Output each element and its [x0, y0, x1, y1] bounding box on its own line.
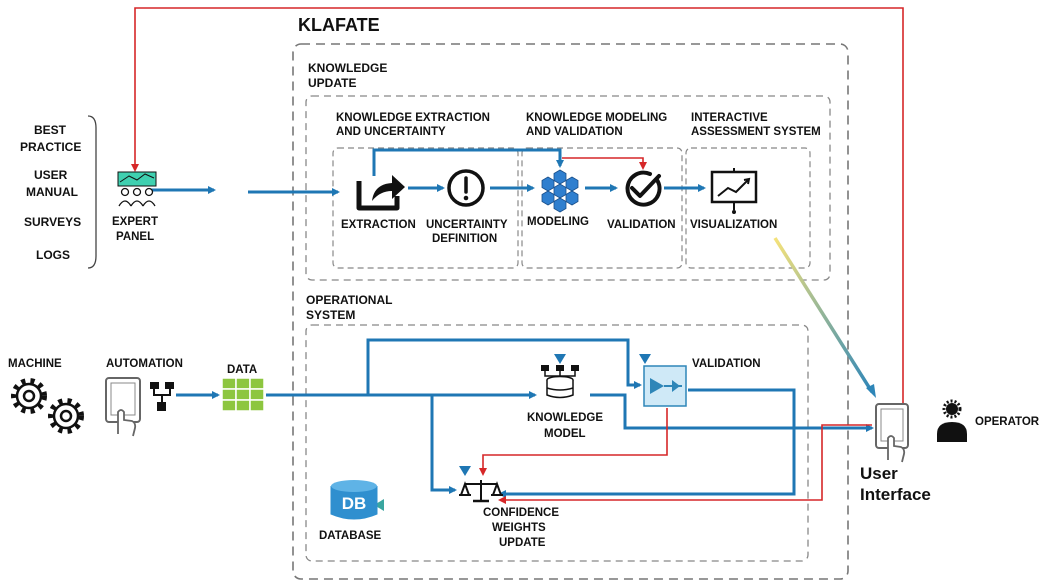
source-practice: PRACTICE: [20, 140, 81, 154]
database-icon-text: DB: [342, 494, 367, 513]
operational-label-2: SYSTEM: [306, 308, 355, 322]
network-icon: [150, 382, 174, 411]
knowledge-model-label-1: KNOWLEDGE: [527, 412, 603, 424]
knowledge-model-icon: [541, 365, 579, 399]
extraction-label: EXTRACTION: [341, 219, 416, 231]
uncertainty-icon: [447, 169, 485, 207]
user-interface-label-1: User: [860, 464, 898, 483]
automation-tablet-icon: [105, 377, 141, 437]
visualization-to-ui-arrow: [773, 237, 874, 393]
expert-panel-label-1: EXPERT: [112, 216, 158, 228]
knowledge-update-label-1: KNOWLEDGE: [308, 61, 387, 75]
ia-label-2: ASSESSMENT SYSTEM: [691, 126, 821, 138]
visualization-label: VISUALIZATION: [690, 219, 777, 231]
source-manual: MANUAL: [26, 185, 78, 199]
visualization-icon: [710, 168, 758, 214]
klafate-box: [292, 43, 849, 580]
knowledge-update-label-2: UPDATE: [308, 76, 356, 90]
modeling-subbox: [521, 147, 683, 269]
ia-label-1: INTERACTIVE: [691, 112, 768, 124]
expert-panel-icon: [117, 171, 157, 207]
database-icon: DB: [330, 480, 378, 520]
confidence-label-3: UPDATE: [499, 537, 546, 549]
extraction-bypass-arrow: [372, 148, 564, 176]
modeling-icon: [541, 169, 579, 213]
data-to-confidence-arrow: [430, 395, 457, 494]
data-grid-icon: [221, 377, 265, 412]
data-to-validation-top-arrow: [366, 338, 642, 395]
klafate-title: KLAFATE: [298, 15, 380, 35]
source-user: USER: [34, 168, 68, 182]
km-label-1: KNOWLEDGE MODELING: [526, 112, 667, 124]
automation-label: AUTOMATION: [106, 358, 183, 370]
operator-label: OPERATOR: [975, 416, 1040, 428]
feedback-loop-arrow: [131, 7, 904, 410]
user-interface-label-2: Interface: [860, 485, 931, 504]
user-interface-tablet-icon: [875, 403, 909, 463]
operational-box: [305, 324, 809, 562]
source-surveys: SURVEYS: [24, 215, 81, 229]
uncertainty-label-2: DEFINITION: [432, 233, 497, 245]
operator-icon: [937, 399, 967, 442]
expert-panel-label-2: PANEL: [116, 231, 154, 243]
model-to-ui-arrow: [590, 393, 874, 432]
sources-bracket: [87, 115, 97, 269]
data-label: DATA: [227, 364, 257, 376]
database-label: DATABASE: [319, 530, 382, 542]
confidence-label-1: CONFIDENCE: [483, 507, 559, 519]
machine-label: MACHINE: [8, 358, 62, 370]
validation-network-icon: [643, 365, 687, 407]
validation-op-label: VALIDATION: [692, 358, 761, 370]
source-best: BEST: [34, 123, 67, 137]
operational-label-1: OPERATIONAL: [306, 293, 392, 307]
validation-to-confidence-loop: [498, 388, 796, 498]
balance-scale-icon: [459, 480, 503, 503]
km-label-2: AND VALIDATION: [526, 126, 623, 138]
modeling-label: MODELING: [527, 216, 589, 228]
extraction-icon: [356, 175, 405, 211]
machine-gear-icon: [11, 378, 84, 434]
confidence-label-2: WEIGHTS: [492, 522, 546, 534]
ui-to-confidence-red-arrow: [498, 424, 872, 504]
validation-check-icon: [625, 170, 662, 207]
knowledge-model-label-2: MODEL: [544, 428, 586, 440]
uncertainty-label-1: UNCERTAINTY: [426, 219, 508, 231]
validation-to-confidence-red-arrow: [479, 408, 668, 476]
modeling-validation-red-arrow: [562, 157, 647, 170]
ke-label-2: AND UNCERTAINTY: [336, 126, 446, 138]
ke-label-1: KNOWLEDGE EXTRACTION: [336, 112, 490, 124]
knowledge-update-box: [305, 95, 831, 281]
validation-top-label: VALIDATION: [607, 219, 676, 231]
assessment-subbox: [685, 147, 811, 269]
source-logs: LOGS: [36, 248, 70, 262]
